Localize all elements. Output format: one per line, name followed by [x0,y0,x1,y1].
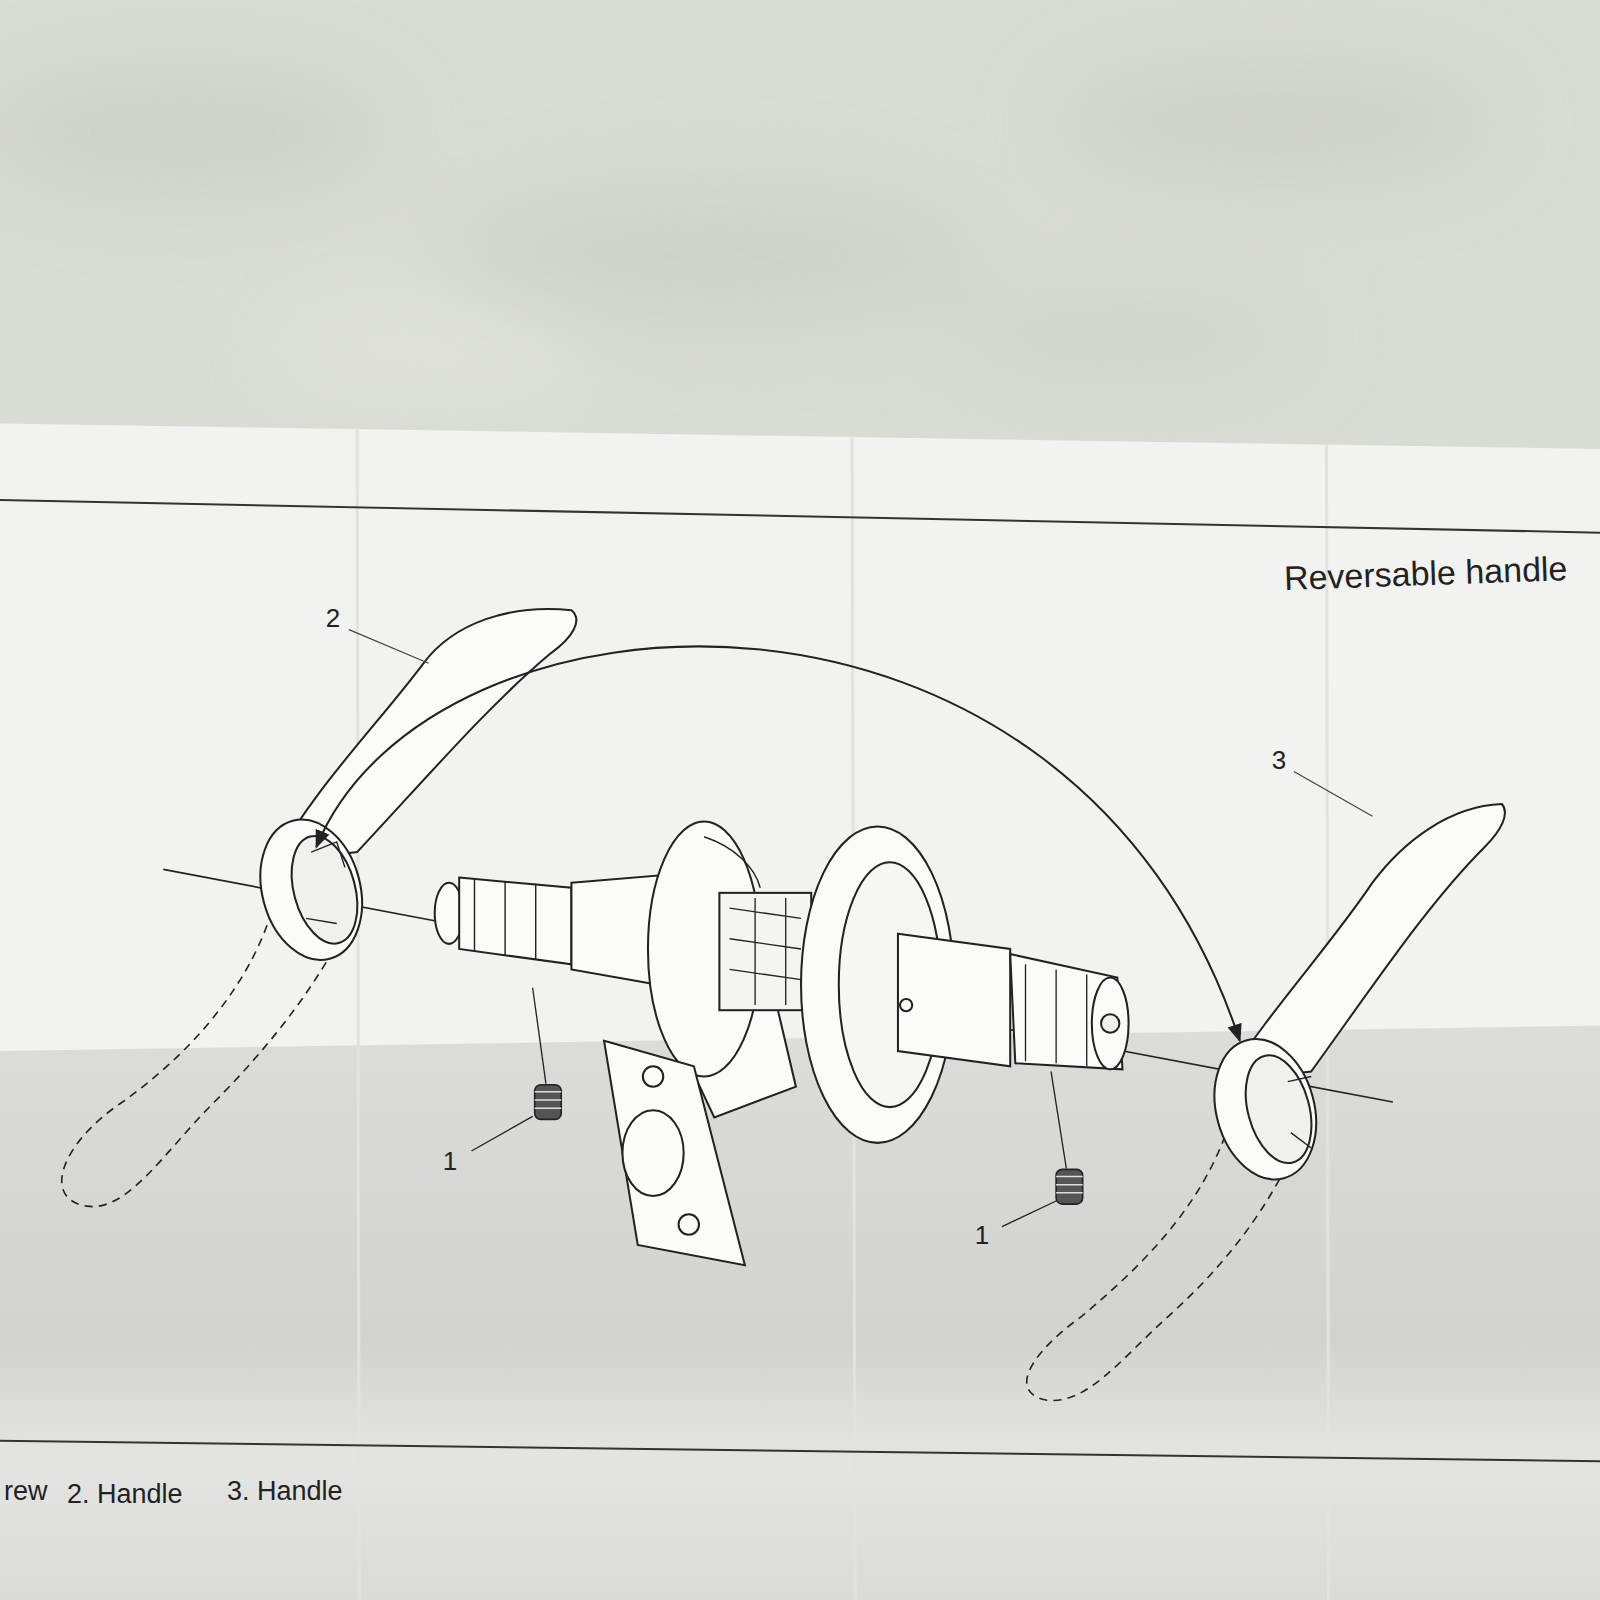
leader-line [349,630,429,664]
part-list-entry: 3. Handle [227,1477,343,1507]
bottom-rule [0,1441,1600,1461]
part-list-entry: 2. Handle [67,1480,183,1510]
paper-sheet [0,423,1600,1600]
marble-veins [0,61,1500,388]
top-rule [0,500,1600,533]
screw [471,988,561,1151]
paper-shadow [0,1026,1600,1600]
callout-number: 1 [975,1221,989,1250]
lock-body [435,821,1129,1142]
callout-number: 2 [326,604,340,633]
heading: Reversable handle [1283,550,1568,597]
screw [1002,1071,1083,1226]
callout-number: 1 [443,1147,457,1176]
paper-folds [357,429,1328,1600]
latch-plate [604,1041,745,1265]
leader-line [1294,771,1373,816]
handle-2 [62,609,577,1207]
handle-3 [1027,804,1505,1400]
callout-number: 3 [1272,746,1286,775]
part-list-entry: rew [4,1477,48,1507]
